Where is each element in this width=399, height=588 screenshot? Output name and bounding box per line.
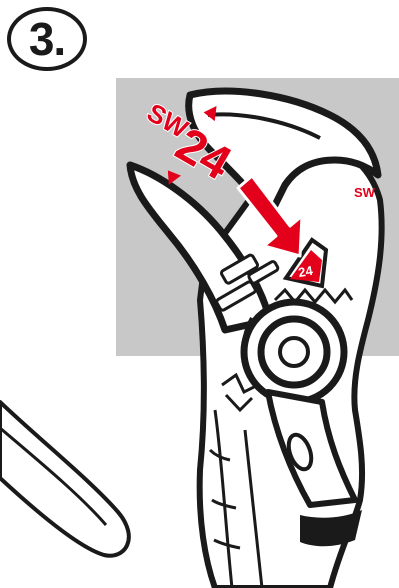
adjust-button [244, 302, 344, 402]
jaw-size-prefix: SW [354, 185, 376, 200]
pliers-lower-handle [0, 402, 129, 556]
